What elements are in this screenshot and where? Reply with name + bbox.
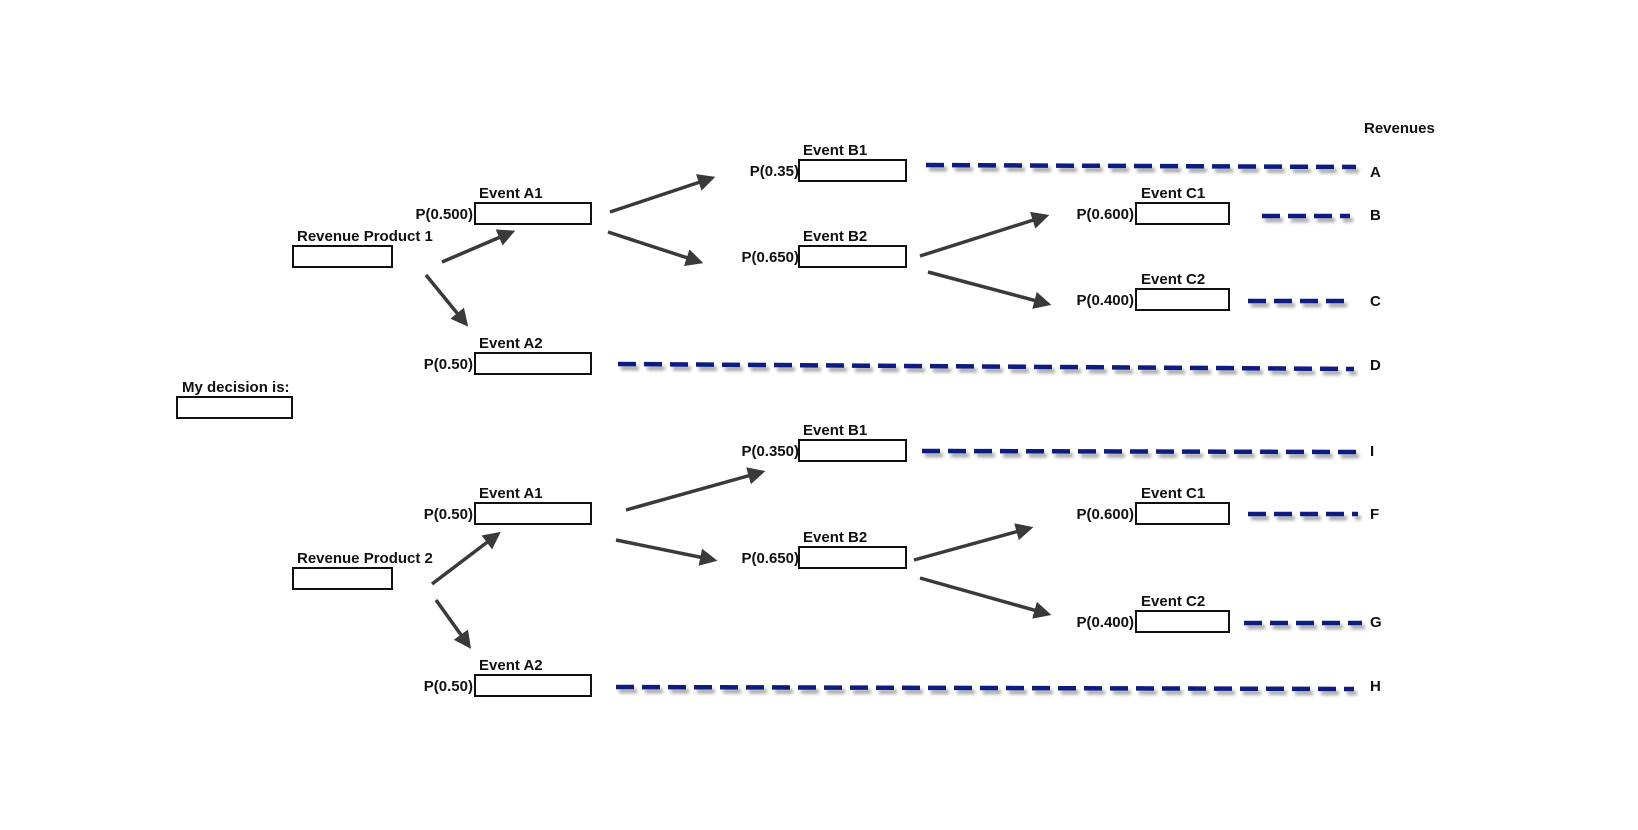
p2-event-c1-input[interactable] bbox=[1135, 502, 1230, 525]
p1-event-c2-label: Event C2 bbox=[1141, 271, 1206, 288]
p2-event-c2-input[interactable] bbox=[1135, 610, 1230, 633]
outcome-H: H bbox=[1370, 678, 1381, 695]
p1-event-b2-prob: P(0.650) bbox=[741, 249, 799, 266]
p1-event-a2-label: Event A2 bbox=[479, 335, 543, 352]
product-1-input[interactable] bbox=[292, 245, 393, 268]
p1-event-a1-prob: P(0.500) bbox=[415, 206, 473, 223]
p2-event-c1-prob: P(0.600) bbox=[1076, 506, 1134, 523]
p1-event-c2-prob: P(0.400) bbox=[1076, 292, 1134, 309]
product-1-label: Revenue Product 1 bbox=[297, 228, 433, 245]
outcome-A: A bbox=[1370, 164, 1381, 181]
p1-event-c1-label: Event C1 bbox=[1141, 185, 1206, 202]
arrow-a1-to-b1 bbox=[609, 174, 716, 214]
dash-line-A bbox=[925, 162, 1357, 170]
p2-event-c2-label: Event C2 bbox=[1141, 593, 1206, 610]
arrow-b2-to-c2 bbox=[927, 270, 1052, 309]
p2-event-b2-prob: P(0.650) bbox=[741, 550, 799, 567]
p2-event-a2-input[interactable] bbox=[474, 674, 592, 697]
p2-event-b2-input[interactable] bbox=[798, 546, 907, 569]
outcome-F: F bbox=[1370, 506, 1380, 523]
p1-event-b1-input[interactable] bbox=[798, 159, 907, 182]
p2-event-b2-label: Event B2 bbox=[803, 529, 868, 546]
p2-event-a2-prob: P(0.50) bbox=[423, 678, 473, 695]
p1-event-b2-label: Event B2 bbox=[803, 228, 868, 245]
outcome-D: D bbox=[1370, 357, 1381, 374]
p1-event-a2-input[interactable] bbox=[474, 352, 592, 375]
decision-label: My decision is: bbox=[182, 379, 290, 396]
outcome-B: B bbox=[1370, 207, 1381, 224]
p2-event-a1-label: Event A1 bbox=[479, 485, 543, 502]
arrow-p2-to-a2 bbox=[434, 598, 472, 649]
arrow-a1-to-b1-2 bbox=[625, 467, 766, 512]
outcome-I: I bbox=[1370, 443, 1375, 460]
p1-event-b2-input[interactable] bbox=[798, 245, 907, 268]
p2-event-a1-input[interactable] bbox=[474, 502, 592, 525]
arrow-a1-to-b2-2 bbox=[615, 538, 718, 566]
dash-line-I bbox=[921, 448, 1357, 455]
p2-event-a2-label: Event A2 bbox=[479, 657, 543, 674]
revenues-header: Revenues bbox=[1364, 120, 1435, 137]
arrow-p1-to-a1 bbox=[441, 229, 516, 264]
p2-event-a1-prob: P(0.50) bbox=[423, 506, 473, 523]
arrow-p2-to-a1 bbox=[430, 531, 501, 586]
p1-event-c1-input[interactable] bbox=[1135, 202, 1230, 225]
p2-event-b1-input[interactable] bbox=[798, 439, 907, 462]
p1-event-b1-label: Event B1 bbox=[803, 142, 868, 159]
p2-event-c2-prob: P(0.400) bbox=[1076, 614, 1134, 631]
p2-event-b1-label: Event B1 bbox=[803, 422, 868, 439]
arrow-b2-to-c2-2 bbox=[919, 576, 1052, 619]
p1-event-c2-input[interactable] bbox=[1135, 288, 1230, 311]
dash-line-D bbox=[617, 361, 1355, 372]
product-2-input[interactable] bbox=[292, 567, 393, 590]
decision-input[interactable] bbox=[176, 396, 293, 419]
p2-event-c1-label: Event C1 bbox=[1141, 485, 1206, 502]
arrow-a1-to-b2 bbox=[607, 230, 704, 266]
product-2-label: Revenue Product 2 bbox=[297, 550, 433, 567]
arrow-b2-to-c1-2 bbox=[913, 523, 1034, 562]
outcome-G: G bbox=[1370, 614, 1382, 631]
p1-event-a1-input[interactable] bbox=[474, 202, 592, 225]
p1-event-a1-label: Event A1 bbox=[479, 185, 543, 202]
p1-event-b1-prob: P(0.35) bbox=[749, 163, 799, 180]
p1-event-c1-prob: P(0.600) bbox=[1076, 206, 1134, 223]
p1-event-a2-prob: P(0.50) bbox=[423, 356, 473, 373]
p2-event-b1-prob: P(0.350) bbox=[741, 443, 799, 460]
arrow-b2-to-c1 bbox=[919, 211, 1050, 258]
arrow-p1-to-a2 bbox=[424, 273, 469, 327]
dash-line-H bbox=[615, 684, 1355, 692]
outcome-C: C bbox=[1370, 293, 1381, 310]
